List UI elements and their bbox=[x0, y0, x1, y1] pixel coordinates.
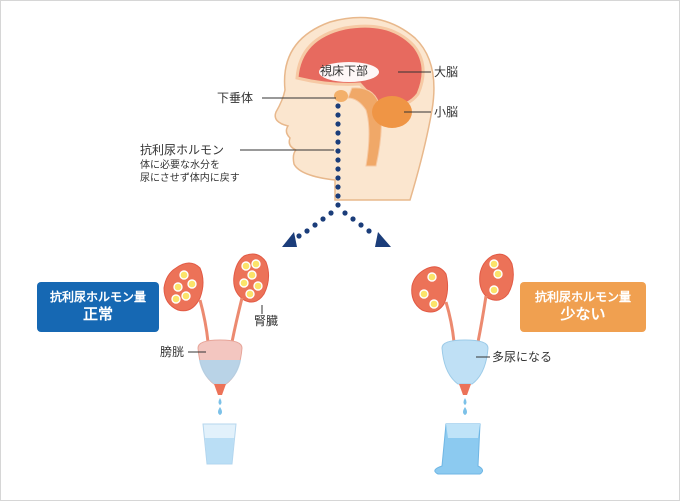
left-urethra bbox=[214, 384, 226, 395]
tag-adh-normal: 抗利尿ホルモン量 正常 bbox=[37, 282, 159, 332]
tag-normal-line1: 抗利尿ホルモン量 bbox=[49, 290, 146, 304]
right-kidney-a bbox=[411, 266, 449, 313]
left-ureter-b bbox=[230, 297, 244, 343]
label-polyuria: 多尿になる bbox=[492, 350, 553, 364]
hypothalamus-bubble bbox=[319, 62, 379, 82]
urinary-system-low bbox=[411, 253, 514, 475]
tag-low-line2: 少ない bbox=[560, 305, 606, 323]
arrow-left-head bbox=[282, 232, 297, 247]
label-pituitary: 下垂体 bbox=[217, 91, 254, 105]
label-adh-desc-1: 体に必要な水分を bbox=[140, 160, 220, 171]
right-urethra bbox=[459, 384, 471, 395]
label-bladder: 膀胱 bbox=[160, 345, 185, 359]
label-hypothalamus: 視床下部 bbox=[320, 64, 369, 78]
head-illustration bbox=[274, 16, 435, 201]
cerebellum-shape bbox=[372, 96, 412, 128]
label-adh: 抗利尿ホルモン bbox=[140, 143, 225, 157]
left-bladder-water bbox=[199, 360, 241, 384]
right-ureter-a bbox=[444, 301, 456, 343]
tag-low-line1: 抗利尿ホルモン量 bbox=[534, 290, 631, 304]
right-ureter-b bbox=[476, 295, 488, 343]
label-adh-desc-2: 尿にさせず体内に戻す bbox=[140, 173, 240, 184]
left-ureter-a bbox=[198, 299, 210, 343]
tag-normal-line2: 正常 bbox=[82, 305, 113, 323]
label-kidney: 腎臓 bbox=[254, 314, 279, 328]
pituitary-shape bbox=[334, 90, 348, 102]
urinary-system-normal bbox=[163, 253, 270, 465]
label-cerebrum: 大脳 bbox=[434, 65, 459, 79]
hormone-dots bbox=[296, 103, 372, 239]
right-bladder bbox=[441, 339, 489, 385]
label-cerebellum: 小脳 bbox=[434, 105, 459, 119]
arrow-right-head bbox=[375, 232, 391, 247]
tag-adh-low: 抗利尿ホルモン量 少ない bbox=[520, 282, 646, 332]
